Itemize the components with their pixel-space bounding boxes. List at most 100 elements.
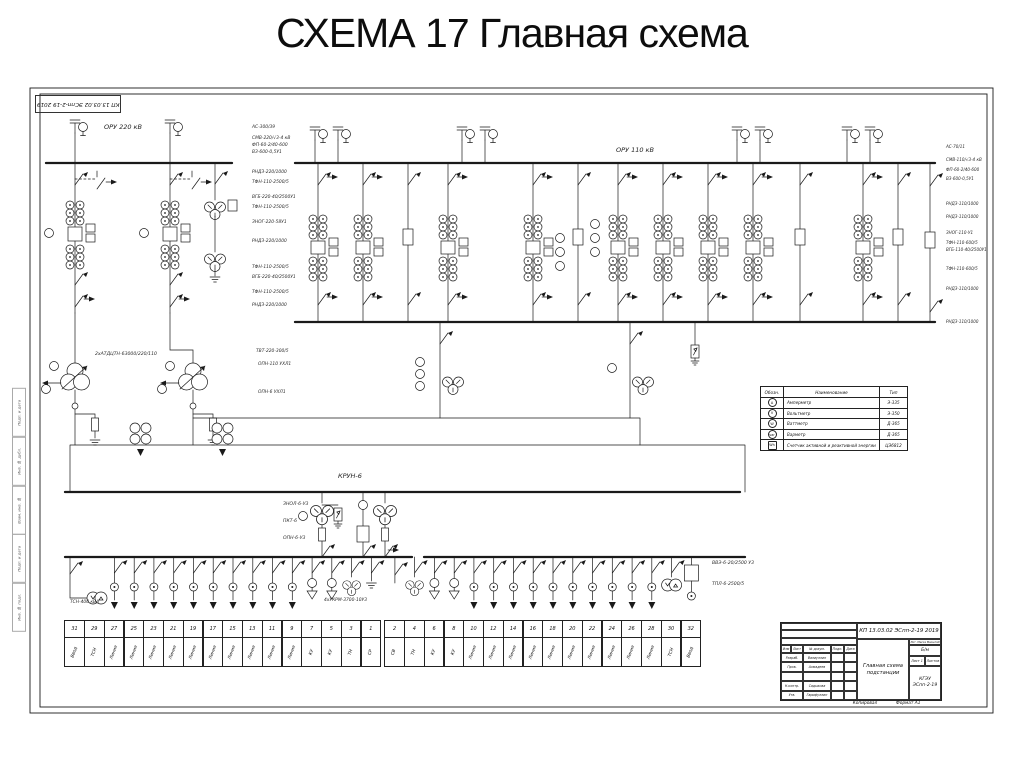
cell-type: Ввод [64,638,85,667]
cell-number: 19 [182,620,204,638]
equipment-label: ОПН-110 УХЛ1 [258,362,292,367]
cell-number: 13 [242,620,263,638]
legend-name: Амперметр [784,398,880,408]
cell-number: 4 [404,620,425,638]
equipment-label: ТФН-110-600/5 [946,266,978,271]
equipment-label: СМВ-220/√3-4 кВ [252,136,291,141]
cell-number: 32 [680,620,701,638]
cell-number: 18 [542,620,563,638]
cell-number: 26 [621,620,642,638]
tb-org: КГЭУ ЭСпп-2-19 [909,666,941,700]
cell-type: Линия [202,638,223,667]
equipment-label: ЗНОГ-110-У1 [946,230,974,235]
cell-type: Линия [281,638,302,667]
tb-role: Разраб. [781,653,803,663]
equipment-label: ОПН-6-У3 [283,536,306,541]
cell-number: 3 [340,620,362,638]
title-block: Изм Лист № докум. Подп. Дата Разраб. Вал… [780,622,942,701]
cell-type: ТН [404,638,425,667]
margin-label: Подп. и дата [12,388,26,437]
cell-number: 27 [103,620,125,638]
equipment-label: ТПЛ-6-2500/5 [712,582,745,587]
cell-type: Линия [182,638,204,667]
equipment-label: ТФН-110-2500/5 [252,265,289,270]
cell-type: КУ [321,638,342,667]
tb-doc-title: Главная схема подстанции [857,639,909,700]
cell-type: Линия [123,638,144,667]
legend-header: Тип [889,389,898,395]
cell-type: Линия [483,638,504,667]
tb-name: Валиуллин [803,653,831,663]
cell-number: 22 [581,620,603,638]
cell-number: 10 [463,620,484,638]
cell-type: ТСН [84,638,105,667]
tb-name: Гарифуллин [803,690,831,700]
cell-number: 21 [163,620,184,638]
legend-table: Обозн. Наименование Тип A Амперметр Э-33… [760,386,908,451]
cell-number: 28 [641,620,662,638]
tb-role: Пров. [781,662,803,672]
equipment-label: ФП-60-2/40-600 [946,167,980,172]
equipment-label: ВГБ-220-40/2500У1 [252,275,296,280]
cell-type: Линия [641,638,662,667]
tb-copied: Копировал [852,701,878,706]
cell-type: Линия [581,638,603,667]
cell-type: Линия [522,638,543,667]
equipment-label: ВГБ-220-40/2500У1 [252,195,296,200]
krun6-section [69,491,699,609]
cell-type: Линия [222,638,243,667]
page-title: СХЕМА 17 Главная схема [276,10,749,56]
equipment-label: ТФН-110-2500/5 [252,290,289,295]
legend-name: Вольтметр [784,408,880,419]
legend-name: Ваттметр [784,419,880,429]
equipment-label: ТФН-110-600/5 [946,240,978,245]
equipment-label: РНДЗ-110/1000 [946,214,979,219]
cell-number: 6 [423,620,445,638]
busbars [44,161,937,559]
cell-type: Линия [163,638,184,667]
cell-number: 11 [261,620,283,638]
cell-number: 25 [123,620,144,638]
cell-type: Линия [261,638,283,667]
equipment-label: ЗНОЛ-6-У3 [283,502,309,507]
tb-col-date: Дата [844,645,857,653]
tb-doc-number: КП 13.03.02 ЭСпп-2-19 2019 [857,623,941,639]
equipment-label: РНДЗ-110/1000 [946,286,979,291]
equipment-label: РНДЗ-220/1000 [252,303,287,308]
cell-number: 23 [143,620,164,638]
cell-number: 15 [222,620,243,638]
top-stamp-text: КП 13.03.02 ЭСпп-2-19 2019 [36,101,120,107]
cell-number: 12 [483,620,504,638]
cell-type: Линия [542,638,563,667]
cell-number: 2 [384,620,405,638]
tb-col-izm: Изм [781,645,791,653]
margin-label: Взам. инв. № [12,485,26,535]
tb-name [803,671,831,682]
ammeter-icon: A [767,398,777,408]
tb-col-doc: № докум. [803,645,831,653]
equipment-label: ОПН-6 УХЛ1 [258,390,286,395]
equipment-label: АС-70/11 [946,144,965,149]
energy-meter-icon: Wh [767,440,777,450]
legend-type: ЦЭ6812 [885,442,902,448]
cell-number: 14 [502,620,524,638]
legend-name: Варметр [784,429,880,440]
legend-type: Д-365 [887,421,900,427]
section-label-oru220: ОРУ 220 кВ [104,123,142,131]
cell-type: ТСН [660,638,682,667]
cell-number: 30 [660,620,682,638]
cell-number: 16 [522,620,543,638]
cell-number: 24 [601,620,622,638]
cell-type: КУ [301,638,322,667]
equipment-label: ФП-60-2/40-600 [252,143,288,148]
cell-type: Линия [103,638,125,667]
cell-type: Линия [502,638,524,667]
equipment-label: ВЗ-600-0,5У1 [252,150,282,155]
autotransformer-section [41,312,746,493]
equipment-label: ТФН-110-2500/5 [252,180,289,185]
tb-lit-header: Лит. Масса Масштаб [909,639,941,645]
cell-type: КУ [423,638,445,667]
autotransformer-label: 2хАТДЦТН-63000/220/110 [95,352,157,357]
